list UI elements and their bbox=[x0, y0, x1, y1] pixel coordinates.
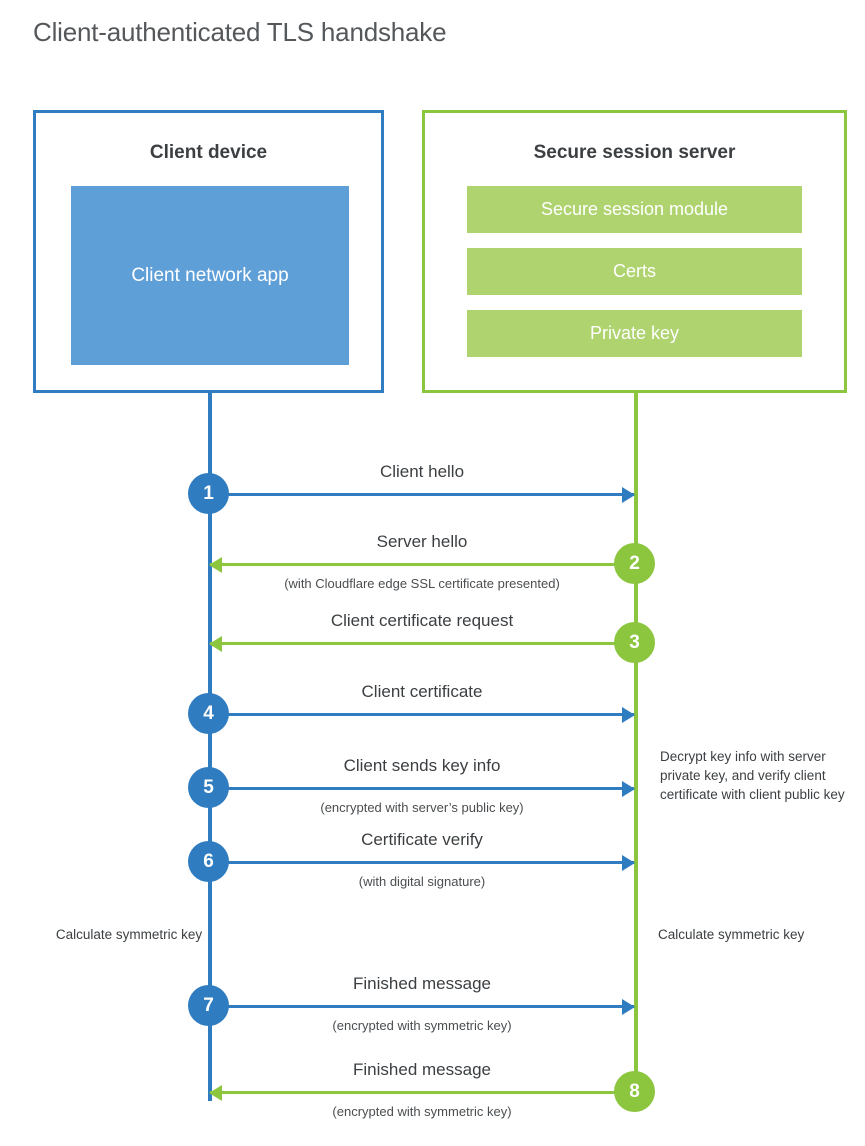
arrow-head-left-8 bbox=[209, 1085, 222, 1101]
message-line-3 bbox=[210, 642, 634, 645]
step-number-4: 4 bbox=[203, 702, 214, 724]
arrow-head-right-7 bbox=[622, 999, 635, 1015]
step-badge-3: 3 bbox=[614, 622, 655, 663]
client-device-title: Client device bbox=[149, 142, 268, 163]
secure-session-server-title: Secure session server bbox=[533, 142, 736, 163]
note-server-decrypt: Decrypt key info with server private key… bbox=[660, 749, 845, 802]
step-badge-6: 6 bbox=[188, 841, 229, 882]
message-label-7: Finished message bbox=[353, 974, 491, 993]
arrow-head-right-1 bbox=[622, 487, 635, 503]
step-number-7: 7 bbox=[203, 994, 214, 1016]
message-line-7 bbox=[210, 1005, 634, 1008]
message-line-1 bbox=[210, 493, 634, 496]
message-line-8 bbox=[210, 1091, 634, 1094]
message-sublabel-2: (with Cloudflare edge SSL certificate pr… bbox=[284, 576, 560, 591]
arrow-head-right-4 bbox=[622, 707, 635, 723]
step-number-8: 8 bbox=[629, 1080, 640, 1102]
message-label-3: Client certificate request bbox=[330, 611, 514, 630]
server-lifeline bbox=[634, 393, 638, 1092]
step-badge-4: 4 bbox=[188, 693, 229, 734]
arrow-head-right-6 bbox=[622, 855, 635, 871]
step-number-5: 5 bbox=[203, 776, 214, 798]
message-sublabel-5: (encrypted with server’s public key) bbox=[320, 800, 524, 815]
step-badge-5: 5 bbox=[188, 767, 229, 808]
step-number-2: 2 bbox=[629, 552, 640, 574]
server-module-list: Secure session module Certs Private key bbox=[467, 186, 802, 372]
note-client-calculate-symmetric-key: Calculate symmetric key bbox=[55, 927, 203, 942]
message-sublabel-8: (encrypted with symmetric key) bbox=[332, 1104, 512, 1119]
step-badge-1: 1 bbox=[188, 473, 229, 514]
client-device-box: Client device Client network app bbox=[33, 110, 384, 393]
message-label-8: Finished message bbox=[353, 1060, 491, 1079]
step-badge-8: 8 bbox=[614, 1071, 655, 1112]
note-server-calculate-symmetric-key: Calculate symmetric key bbox=[658, 927, 805, 942]
message-line-2 bbox=[210, 563, 634, 566]
server-module-private-key: Private key bbox=[467, 310, 802, 357]
step-number-1: 1 bbox=[203, 482, 214, 504]
message-label-5: Client sends key info bbox=[343, 756, 501, 775]
arrow-head-left-2 bbox=[209, 557, 222, 573]
message-sublabel-6: (with digital signature) bbox=[358, 874, 486, 889]
arrow-head-right-5 bbox=[622, 781, 635, 797]
message-label-1: Client hello bbox=[379, 462, 465, 481]
message-line-5 bbox=[210, 787, 634, 790]
secure-session-server-box: Secure session server Secure session mod… bbox=[422, 110, 847, 393]
step-number-3: 3 bbox=[629, 631, 640, 653]
message-label-2: Server hello bbox=[376, 532, 468, 551]
arrow-head-left-3 bbox=[209, 636, 222, 652]
server-module-certs: Certs bbox=[467, 248, 802, 295]
client-lifeline bbox=[208, 393, 212, 1101]
client-network-app-block: Client network app bbox=[71, 186, 349, 365]
step-badge-2: 2 bbox=[614, 543, 655, 584]
message-line-4 bbox=[210, 713, 634, 716]
server-module-secure-session-module: Secure session module bbox=[467, 186, 802, 233]
message-label-4: Client certificate bbox=[361, 682, 483, 701]
message-line-6 bbox=[210, 861, 634, 864]
message-label-6: Certificate verify bbox=[361, 830, 483, 849]
page-title: Client-authenticated TLS handshake bbox=[33, 17, 447, 47]
step-badge-7: 7 bbox=[188, 985, 229, 1026]
step-number-6: 6 bbox=[203, 850, 214, 872]
message-sublabel-7: (encrypted with symmetric key) bbox=[332, 1018, 512, 1033]
